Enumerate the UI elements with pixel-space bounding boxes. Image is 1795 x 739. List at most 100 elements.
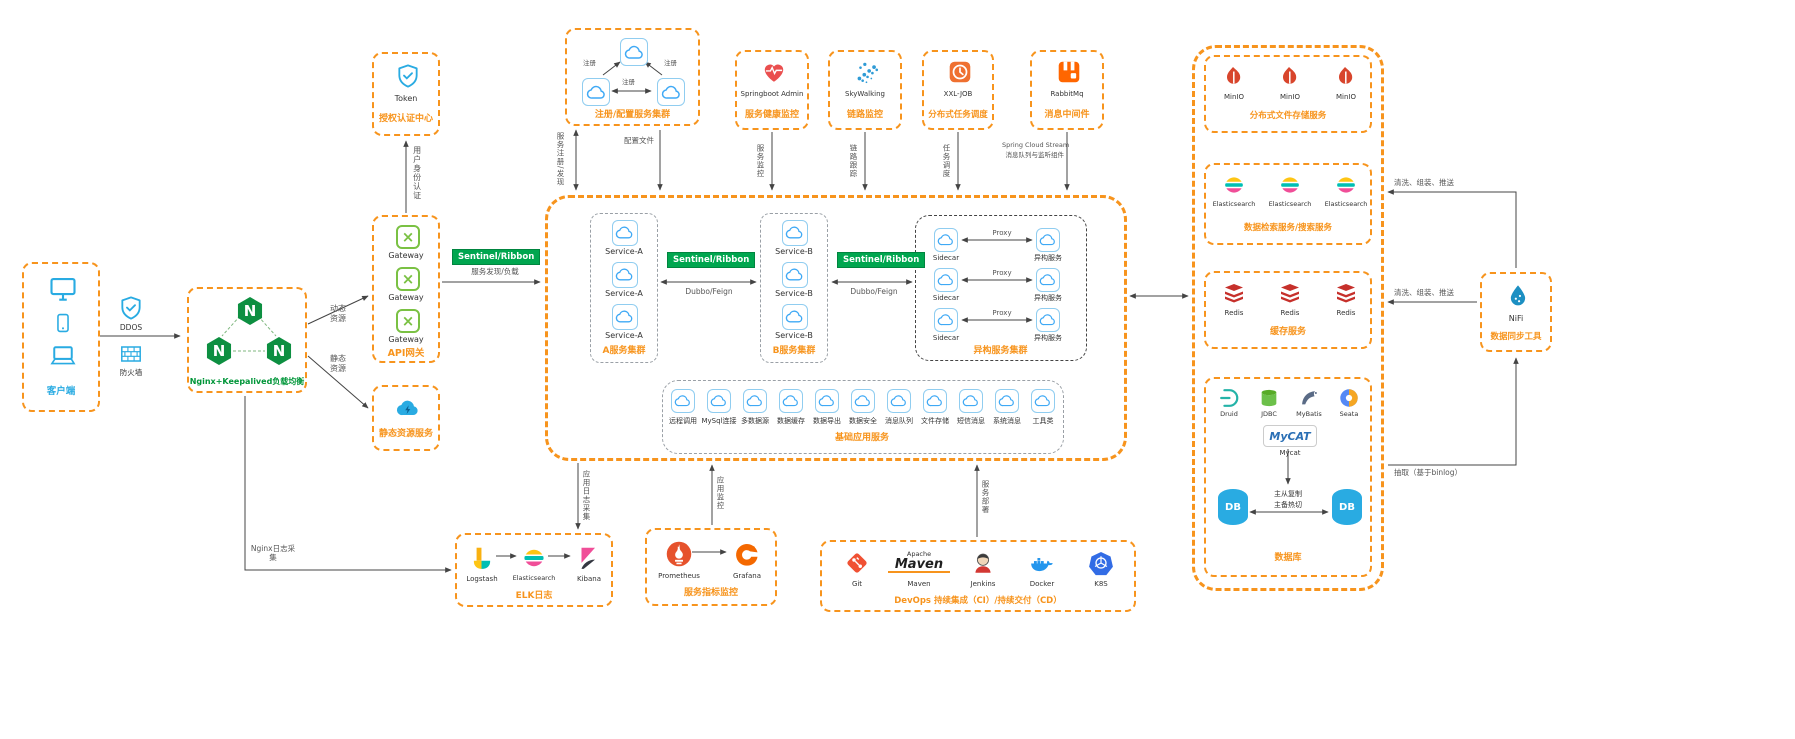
logstash-name: Logstash — [466, 575, 498, 583]
elk-box: Logstash Elasticsearch Kibana ELK日志 — [455, 533, 613, 607]
metrics-box: Prometheus Grafana 服务指标监控 — [645, 528, 777, 606]
db-replication-label: 主从复制 — [1274, 490, 1302, 498]
prometheus-icon — [665, 540, 693, 568]
base-service-cloud-icon — [743, 389, 767, 413]
rabbitmq-box: RabbitMq 消息中间件 — [1030, 50, 1104, 130]
nginx-icon: N — [266, 337, 292, 365]
base-service-cloud-icon — [707, 389, 731, 413]
cluster-b-box: Service-B Service-B Service-B B服务集群 — [760, 213, 828, 363]
registry-cloud-icon — [582, 78, 610, 106]
rabbitmq-label: 消息中间件 — [1044, 110, 1090, 120]
minio-box: MinIO MinIO MinIO 分布式文件存储服务 — [1204, 55, 1372, 133]
cluster-a-label: A服务集群 — [602, 346, 646, 356]
edge-register-label: 注册 — [583, 59, 596, 67]
base-service-cloud-icon — [959, 389, 983, 413]
hetero-service-cloud-icon — [1036, 268, 1060, 292]
search-label: 数据检索服务/搜索服务 — [1243, 223, 1333, 233]
mycat-name: Mycat — [1279, 449, 1301, 457]
minio-icon — [1334, 65, 1358, 89]
base-services-box: 远程调用 MySql连接 多数据源 数据缓存 数据导出 数据安全 消息队列 文件… — [662, 380, 1064, 454]
base-service-cloud-icon — [923, 389, 947, 413]
k8s-name: K8S — [1094, 580, 1108, 588]
service-b-name: Service-B — [775, 289, 813, 298]
edge-app-monitor-label: 应用监控 — [716, 476, 725, 510]
springboot-admin-name: Springboot Admin — [740, 90, 804, 98]
gateway-icon: × — [396, 225, 420, 249]
hetero-service-cloud-icon — [1036, 308, 1060, 332]
client-box: 客户端 — [22, 262, 100, 412]
sentinel-ribbon-badge: Sentinel/Ribbon — [837, 252, 926, 268]
nginx-label: Nginx+Keepalived负载均衡 — [189, 377, 305, 386]
db-cylinder-icon: DB — [1332, 489, 1362, 525]
nifi-box: NiFi 数据同步工具 — [1480, 272, 1552, 352]
xxl-job-label: 分布式任务调度 — [928, 110, 988, 120]
skywalking-box: SkyWalking 链路监控 — [828, 50, 902, 130]
git-name: Git — [851, 580, 863, 588]
edge-service-monitor-label: 服务监控 — [756, 144, 765, 178]
service-cloud-icon — [782, 262, 808, 288]
elasticsearch-name: Elasticsearch — [1268, 200, 1312, 208]
service-cloud-icon — [612, 220, 638, 246]
skywalking-label: 链路监控 — [846, 110, 883, 120]
edge-stream-label-line2: 消息队列与监听组件 — [1005, 151, 1065, 159]
springboot-admin-box: Springboot Admin 服务健康监控 — [735, 50, 809, 130]
sidecar-cloud-icon — [934, 268, 958, 292]
minio-icon — [1222, 65, 1246, 89]
elasticsearch-icon — [1278, 173, 1302, 197]
desktop-icon — [46, 274, 80, 304]
registry-config-box: 注册/配置服务集群 — [565, 28, 700, 126]
hetero-cluster-label: 异构服务集群 — [973, 346, 1028, 356]
kibana-icon — [575, 545, 601, 571]
service-a-name: Service-A — [605, 247, 643, 256]
sentinel-ribbon-badge: Sentinel/Ribbon — [667, 252, 756, 268]
edge-register-label: 注册 — [664, 59, 677, 67]
base-service-cloud-icon — [1031, 389, 1055, 413]
elk-label: ELK日志 — [515, 591, 553, 601]
laptop-icon — [46, 342, 80, 370]
sidecar-cloud-icon — [934, 308, 958, 332]
edge-nginx-log-label: Nginx日志采集 — [250, 544, 296, 562]
edge-stream-label-line1: Spring Cloud Stream — [1002, 141, 1070, 149]
jdbc-icon — [1258, 387, 1280, 409]
sidecar-name: Sidecar — [932, 254, 960, 262]
nifi-name: NiFi — [1508, 314, 1524, 323]
ddos-label: DDOS — [119, 323, 143, 332]
static-resource-box: 静态资源服务 — [372, 385, 440, 451]
service-a-name: Service-A — [605, 331, 643, 340]
base-service-name: 消息队列 — [885, 417, 913, 425]
sentinel-ribbon-badge: Sentinel/Ribbon — [452, 249, 541, 265]
db-failover-label: 主备热切 — [1274, 501, 1302, 509]
minio-name: MinIO — [1224, 93, 1244, 101]
heart-monitor-icon — [761, 59, 787, 85]
edge-register-discovery-label: 服务注册/发现 — [556, 132, 565, 187]
client-label: 客户端 — [46, 386, 76, 397]
grafana-icon — [733, 540, 761, 568]
cloud-lightning-icon — [394, 395, 422, 421]
service-cloud-icon — [612, 304, 638, 330]
base-service-name: 工具类 — [1032, 417, 1054, 425]
cache-label: 缓存服务 — [1269, 327, 1306, 337]
token-name: Token — [394, 94, 418, 103]
token-shield-icon — [395, 62, 421, 90]
edge-dubbo-feign-label: Dubbo/Feign — [850, 287, 898, 296]
edge-dynamic-resource-label: 动态资源 — [330, 304, 346, 323]
nifi-drop-icon — [1505, 282, 1531, 310]
base-service-name: 数据安全 — [849, 417, 877, 425]
jenkins-name: Jenkins — [970, 580, 996, 588]
registry-cloud-icon — [657, 78, 685, 106]
edge-app-log-label: 应用日志采集 — [582, 470, 591, 521]
base-service-name: 文件存储 — [921, 417, 949, 425]
database-box: Druid JDBC MyBatis Seata MyCAT Mycat DB … — [1204, 377, 1372, 577]
base-service-name: MySql连接 — [701, 417, 737, 425]
devops-box: Git Apache Maven Maven Jenkins Docker K8… — [820, 540, 1136, 612]
elasticsearch-name: Elasticsearch — [512, 574, 556, 582]
edge-dubbo-feign-label: Dubbo/Feign — [685, 287, 733, 296]
sidecar-name: Sidecar — [932, 334, 960, 342]
seata-name: Seata — [1339, 410, 1359, 418]
skywalking-icon — [854, 59, 880, 85]
devops-label: DevOps 持续集成（CI）/持续交付（CD） — [894, 596, 1062, 606]
edge-config-file-label: 配置文件 — [624, 136, 654, 145]
mycat-logo: MyCAT — [1263, 425, 1317, 447]
sidecar-name: Sidecar — [932, 294, 960, 302]
